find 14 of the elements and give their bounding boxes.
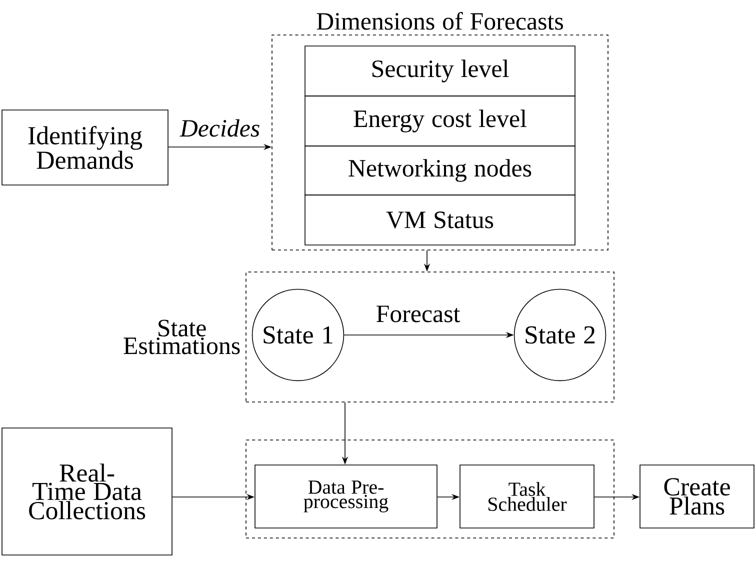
edge-label: Decides: [178, 118, 262, 138]
dashed-group-box: [246, 440, 614, 538]
table-row: Networking nodes: [304, 146, 576, 196]
process-box: Create Plans: [640, 464, 754, 528]
table-row: Energy cost level: [304, 96, 576, 146]
process-box: Data Pre-processing: [254, 464, 438, 528]
node-label: State Estimations: [124, 320, 240, 354]
process-box: Real-Time Data Collections: [2, 428, 172, 556]
table-row: VM Status: [304, 194, 576, 246]
process-box: Task Scheduler: [460, 464, 594, 528]
table-row: Security level: [304, 46, 576, 96]
edge-label: Forecast: [374, 304, 462, 324]
process-box: Identifying Demands: [2, 110, 168, 186]
node-label: Dimensions of Forecasts: [316, 12, 563, 30]
